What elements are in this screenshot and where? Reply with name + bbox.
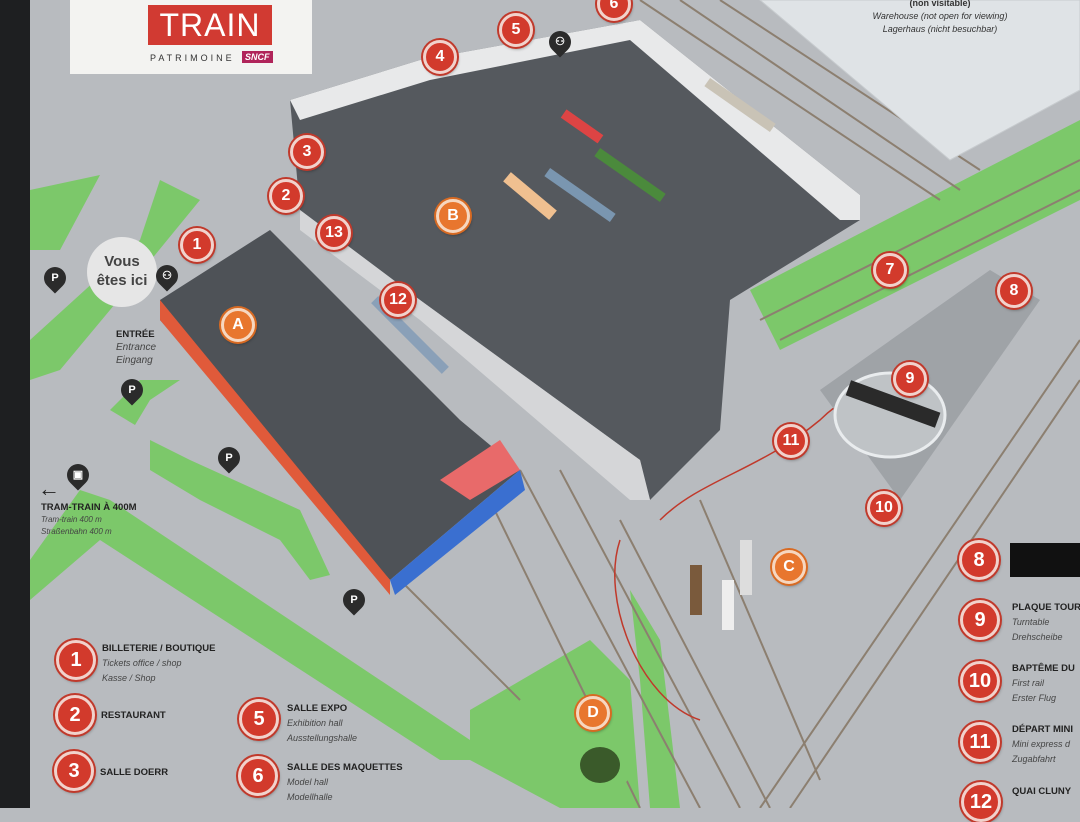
map-marker-8[interactable]: 8 <box>997 274 1031 308</box>
legend-item-12: QUAI CLUNY <box>1012 786 1072 797</box>
map-marker-11[interactable]: 11 <box>774 424 808 458</box>
warehouse-label: (non visitable) Warehouse (not open for … <box>850 0 1030 36</box>
zone-marker-c[interactable]: C <box>772 550 806 584</box>
map-marker-4[interactable]: 4 <box>423 40 457 74</box>
parking-pin-icon: P <box>39 262 71 294</box>
map-marker-7[interactable]: 7 <box>873 253 907 287</box>
rolling-stock <box>371 77 776 630</box>
arrow-left-icon: ← <box>38 476 60 501</box>
entrance-en: Entrance <box>116 342 157 353</box>
accessible-parking-pin-icon: P <box>116 374 148 406</box>
map-marker-1[interactable]: 1 <box>180 228 214 262</box>
map-marker-9[interactable]: 9 <box>893 362 927 396</box>
warehouse-de: Lagerhaus (nicht besuchbar) <box>882 24 998 34</box>
parking-pin-icon: P <box>213 442 245 474</box>
green-areas <box>30 120 1080 808</box>
redacted-block <box>1010 543 1080 577</box>
map-marker-5[interactable]: 5 <box>499 13 533 47</box>
toilets-pin-icon: ⚇ <box>544 26 576 58</box>
map-marker-6[interactable]: 6 <box>597 0 631 21</box>
tram-fr: TRAM-TRAIN À 400M <box>41 502 137 513</box>
map-marker-12[interactable]: 12 <box>381 283 415 317</box>
legend-marker-10: 10 <box>960 661 1000 701</box>
zone-marker-d[interactable]: D <box>576 696 610 730</box>
entrance-label: ENTRÉE Entrance Eingang <box>116 328 156 367</box>
map-marker-13[interactable]: 13 <box>317 216 351 250</box>
legend-marker-1: 1 <box>56 640 96 680</box>
sncf-logo: SNCF <box>242 51 273 63</box>
tram-pin-icon: ▣ <box>62 459 94 491</box>
warehouse-fr: (non visitable) <box>909 0 971 8</box>
tram-en: Tram-train 400 m <box>41 515 102 524</box>
parking-pin-icon: P <box>338 584 370 616</box>
you-are-here-line2: êtes ici <box>96 272 148 289</box>
you-are-here: Vous êtes ici <box>87 237 157 307</box>
zone-marker-a[interactable]: A <box>221 308 255 342</box>
toilets-pin-icon: ⚇ <box>151 260 183 292</box>
legend-marker-8: 8 <box>959 540 999 580</box>
map-marker-2[interactable]: 2 <box>269 179 303 213</box>
logo-title: TRAIN <box>148 5 272 45</box>
logo-panel: TRAIN PATRIMOINE SNCF <box>70 0 312 74</box>
warehouse-en: Warehouse (not open for viewing) <box>872 11 1008 21</box>
logo-subtitle: PATRIMOINE <box>150 53 235 63</box>
warehouse-building <box>759 0 1080 161</box>
zone-marker-b[interactable]: B <box>436 199 470 233</box>
map-marker-10[interactable]: 10 <box>867 491 901 525</box>
entrance-fr: ENTRÉE <box>116 329 155 340</box>
legend-marker-9: 9 <box>960 600 1000 640</box>
sign-frame <box>0 0 30 808</box>
legend-marker-5: 5 <box>239 699 279 739</box>
legend-marker-11: 11 <box>960 722 1000 762</box>
legend-marker-2: 2 <box>55 695 95 735</box>
main-hall-floor <box>290 20 860 500</box>
you-are-here-line1: Vous <box>104 253 140 270</box>
legend-marker-3: 3 <box>54 751 94 791</box>
tram-de: Straßenbahn 400 m <box>41 527 112 536</box>
entrance-de: Eingang <box>116 355 153 366</box>
legend-marker-6: 6 <box>238 756 278 796</box>
map-marker-3[interactable]: 3 <box>290 135 324 169</box>
legend-item-3: SALLE DOERR <box>100 767 169 778</box>
legend-marker-12: 12 <box>961 782 1001 822</box>
tram-label: TRAM-TRAIN À 400M Tram-train 400 m Straß… <box>41 502 137 538</box>
legend-item-2: RESTAURANT <box>101 710 166 721</box>
